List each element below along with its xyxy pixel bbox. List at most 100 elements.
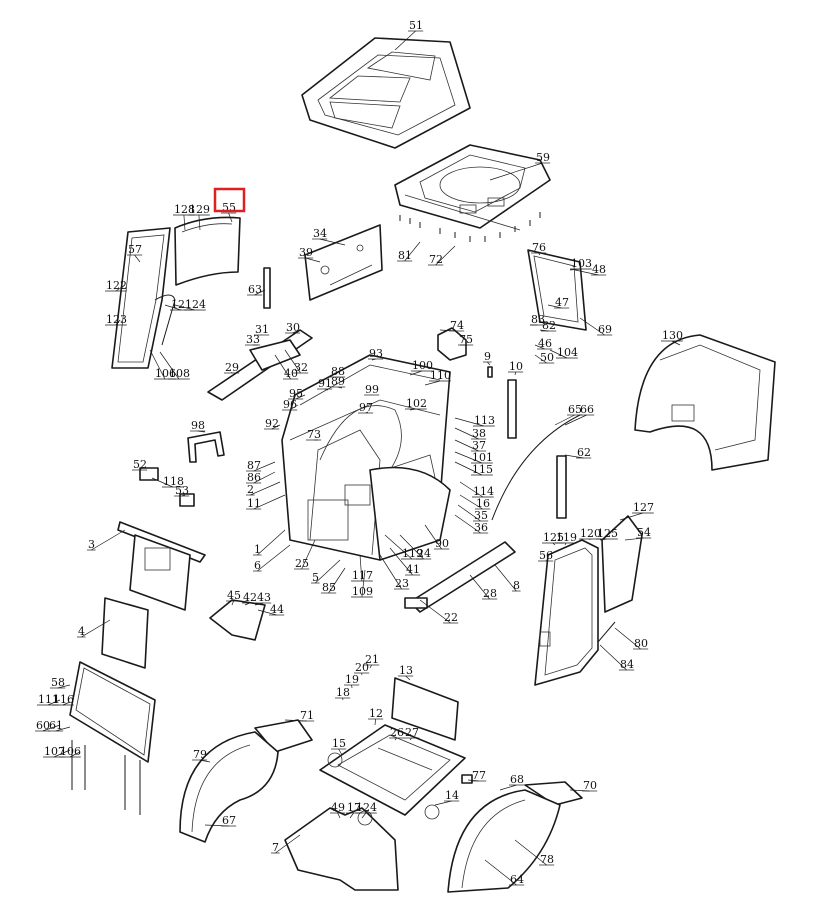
callout-58[interactable]: 58 bbox=[50, 676, 71, 689]
callout-36[interactable]: 36 bbox=[454, 514, 489, 534]
callout-65[interactable]: 65 bbox=[554, 403, 583, 426]
callout-39[interactable]: 39 bbox=[298, 246, 321, 263]
callout-122[interactable]: 122 bbox=[105, 279, 127, 292]
callout-110[interactable]: 110 bbox=[424, 369, 451, 386]
callout-67[interactable]: 67 bbox=[204, 814, 237, 827]
callout-2[interactable]: 2 bbox=[246, 481, 281, 496]
callout-71[interactable]: 71 bbox=[284, 709, 315, 722]
callout-69[interactable]: 69 bbox=[579, 317, 613, 336]
callout-103[interactable]: 103 bbox=[569, 257, 592, 271]
callout-82[interactable]: 82 bbox=[539, 319, 557, 332]
callout-99[interactable]: 99 bbox=[364, 383, 380, 396]
callout-116[interactable]: 116 bbox=[52, 693, 74, 706]
callout-45[interactable]: 45 bbox=[226, 589, 242, 606]
callout-101[interactable]: 101 bbox=[454, 451, 493, 464]
callout-59[interactable]: 59 bbox=[489, 151, 551, 181]
callout-53[interactable]: 53 bbox=[174, 484, 190, 497]
callout-84[interactable]: 84 bbox=[599, 644, 635, 671]
callout-16[interactable]: 16 bbox=[459, 494, 491, 510]
callout-24[interactable]: 24 bbox=[399, 534, 432, 560]
callout-117[interactable]: 117 bbox=[351, 554, 373, 582]
callout-44[interactable]: 44 bbox=[257, 603, 285, 616]
callout-104[interactable]: 104 bbox=[549, 346, 578, 359]
callout-14[interactable]: 14 bbox=[434, 789, 460, 806]
callout-54[interactable]: 54 bbox=[624, 526, 652, 541]
callout-100[interactable]: 100 bbox=[409, 359, 433, 376]
callout-56[interactable]: 56 bbox=[538, 549, 554, 562]
callout-4[interactable]: 4 bbox=[77, 619, 111, 638]
callout-79[interactable]: 79 bbox=[192, 748, 211, 763]
callout-57[interactable]: 57 bbox=[127, 243, 143, 263]
callout-15[interactable]: 15 bbox=[331, 737, 347, 756]
callout-11[interactable]: 11 bbox=[246, 494, 286, 510]
callout-10[interactable]: 10 bbox=[508, 360, 524, 376]
callout-113[interactable]: 113 bbox=[454, 414, 495, 427]
callout-40[interactable]: 40 bbox=[274, 354, 299, 380]
callout-76[interactable]: 76 bbox=[531, 241, 547, 256]
callout-68[interactable]: 68 bbox=[499, 773, 525, 791]
callout-77[interactable]: 77 bbox=[467, 769, 487, 782]
callout-119[interactable]: 119 bbox=[384, 534, 423, 560]
callout-38[interactable]: 38 bbox=[454, 427, 487, 440]
callout-20[interactable]: 20 bbox=[354, 661, 370, 676]
callout-109[interactable]: 109 bbox=[351, 569, 373, 598]
callout-3[interactable]: 3 bbox=[87, 529, 126, 551]
callout-19[interactable]: 19 bbox=[344, 673, 360, 689]
callout-64[interactable]: 64 bbox=[484, 859, 525, 886]
callout-26[interactable]: 26 bbox=[389, 726, 405, 741]
callout-37[interactable]: 37 bbox=[454, 439, 487, 452]
callout-41[interactable]: 41 bbox=[389, 547, 421, 576]
callout-60[interactable]: 60 bbox=[35, 719, 61, 732]
callout-9[interactable]: 9 bbox=[483, 350, 492, 366]
callout-114[interactable]: 114 bbox=[459, 481, 494, 498]
callout-93[interactable]: 93 bbox=[368, 347, 384, 361]
callout-52[interactable]: 52 bbox=[132, 458, 148, 471]
callout-51[interactable]: 51 bbox=[394, 19, 424, 51]
callout-48[interactable]: 48 bbox=[574, 263, 607, 276]
callout-127[interactable]: 127 bbox=[619, 501, 654, 521]
callout-70[interactable]: 70 bbox=[569, 779, 598, 792]
callout-8[interactable]: 8 bbox=[494, 564, 521, 592]
callout-50[interactable]: 50 bbox=[534, 351, 555, 364]
callout-115[interactable]: 115 bbox=[454, 461, 493, 476]
callout-95[interactable]: 95 bbox=[288, 387, 306, 400]
callout-72[interactable]: 72 bbox=[428, 245, 456, 266]
callout-22[interactable]: 22 bbox=[419, 599, 459, 624]
callout-46[interactable]: 46 bbox=[534, 337, 553, 350]
callout-32[interactable]: 32 bbox=[284, 349, 309, 374]
callout-49[interactable]: 49 bbox=[330, 801, 346, 819]
callout-29[interactable]: 29 bbox=[224, 361, 240, 374]
callout-63[interactable]: 63 bbox=[247, 283, 266, 296]
callout-27[interactable]: 27 bbox=[404, 726, 420, 741]
callout-88[interactable]: 88 bbox=[330, 365, 346, 379]
callout-87[interactable]: 87 bbox=[246, 459, 276, 472]
callout-73[interactable]: 73 bbox=[306, 428, 322, 441]
callout-5[interactable]: 5 bbox=[311, 559, 341, 584]
callout-80[interactable]: 80 bbox=[614, 627, 649, 650]
callout-102[interactable]: 102 bbox=[405, 397, 427, 411]
callout-13[interactable]: 13 bbox=[398, 664, 414, 681]
callout-119[interactable]: 119 bbox=[555, 531, 577, 546]
callout-31[interactable]: 31 bbox=[254, 323, 270, 336]
callout-83[interactable]: 83 bbox=[530, 313, 546, 326]
callout-74[interactable]: 74 bbox=[439, 319, 465, 332]
callout-66[interactable]: 66 bbox=[564, 403, 595, 426]
callout-18[interactable]: 18 bbox=[335, 686, 351, 701]
callout-42[interactable]: 42 bbox=[242, 591, 258, 606]
callout-23[interactable]: 23 bbox=[379, 554, 410, 590]
callout-34[interactable]: 34 bbox=[312, 227, 346, 246]
callout-35[interactable]: 35 bbox=[457, 504, 489, 522]
callout-118[interactable]: 118 bbox=[151, 475, 184, 488]
callout-89[interactable]: 89 bbox=[330, 375, 346, 389]
callout-61[interactable]: 61 bbox=[48, 719, 71, 732]
callout-6[interactable]: 6 bbox=[253, 544, 291, 572]
callout-106[interactable]: 106 bbox=[149, 349, 176, 380]
callout-28[interactable]: 28 bbox=[469, 574, 498, 600]
callout-90[interactable]: 90 bbox=[424, 524, 450, 550]
callout-124[interactable]: 124 bbox=[174, 298, 206, 311]
callout-43[interactable]: 43 bbox=[254, 591, 272, 606]
callout-78[interactable]: 78 bbox=[514, 839, 555, 866]
callout-30[interactable]: 30 bbox=[285, 321, 301, 334]
callout-130[interactable]: 130 bbox=[661, 329, 683, 346]
callout-106[interactable]: 106 bbox=[59, 745, 81, 758]
